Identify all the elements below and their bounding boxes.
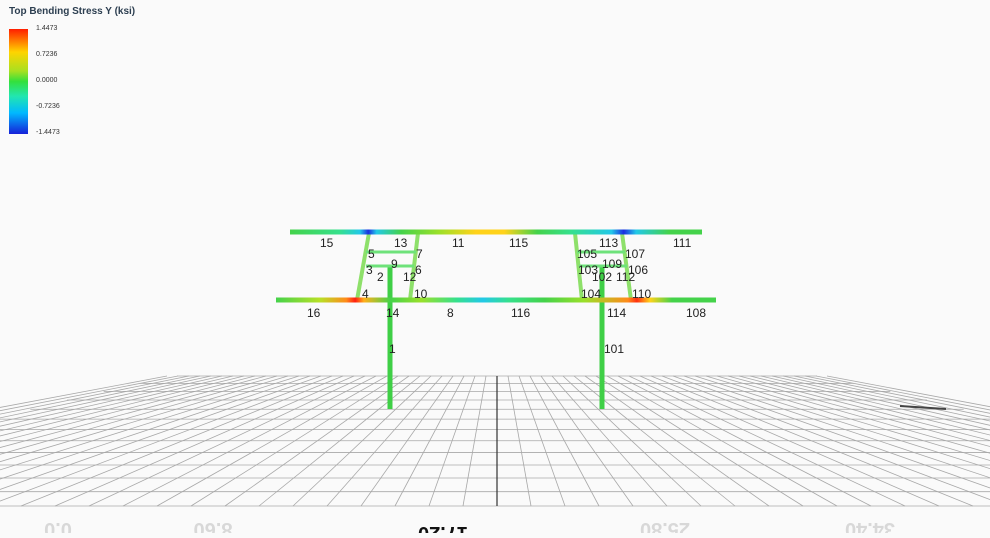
axis-label-4: 34.40 — [845, 518, 895, 533]
member-label: 116 — [511, 306, 530, 320]
member-label: 3 — [366, 263, 373, 277]
legend-title: Top Bending Stress Y (ksi) — [9, 6, 136, 17]
member-label: 108 — [686, 306, 706, 320]
member-label: 13 — [394, 236, 408, 250]
member-label: 4 — [362, 287, 369, 301]
member-label: 115 — [509, 236, 528, 250]
member-label: 105 — [577, 247, 597, 261]
member-label: 7 — [416, 247, 423, 261]
axis-label-3: 25.80 — [640, 518, 690, 533]
axis-indicator — [899, 405, 947, 410]
axis-label-0: 0.0 — [44, 518, 72, 533]
legend-tick-min: -1.4473 — [36, 129, 60, 136]
member-label: 104 — [581, 287, 601, 301]
member-label: 106 — [628, 263, 648, 277]
member-label: 6 — [415, 263, 422, 277]
member-label: 109 — [602, 257, 622, 271]
legend-tick-max: 1.4473 — [36, 25, 58, 32]
member-label: 16 — [307, 306, 321, 320]
member-label: 1 — [389, 342, 396, 356]
member-103[interactable] — [573, 232, 584, 301]
axis-label-2: 17.20 — [418, 522, 468, 533]
member-label: 11 — [452, 236, 465, 250]
legend-tick-upper: 0.7236 — [36, 51, 58, 58]
member-label: 111 — [673, 236, 692, 250]
member-label: 8 — [447, 306, 454, 320]
floor-grid — [0, 375, 990, 507]
member-label: 12 — [403, 270, 417, 284]
member-label: 112 — [616, 270, 635, 284]
legend-tick-zero: 0.0000 — [36, 77, 58, 84]
member-label: 102 — [592, 270, 612, 284]
structure-model[interactable] — [276, 229, 716, 409]
member-label: 114 — [607, 306, 626, 320]
member-label: 103 — [578, 263, 598, 277]
member-label: 14 — [386, 306, 400, 320]
member-labels: 15 13 11 115 113 111 5 7 105 107 3 9 6 103 109 106 2 12 10… — [307, 236, 706, 356]
member-label: 101 — [604, 342, 624, 356]
member-label: 10 — [414, 287, 428, 301]
member-3[interactable] — [355, 232, 371, 301]
member-label: 2 — [377, 270, 384, 284]
legend-tick-lower: -0.7236 — [36, 103, 60, 110]
member-label: 110 — [632, 287, 651, 301]
axis-labels: 0.0 8.60 17.20 25.80 34.40 — [44, 518, 895, 538]
member-label: 113 — [599, 236, 618, 250]
member-label: 15 — [320, 236, 334, 250]
legend-color-bar — [9, 29, 28, 134]
member-label: 107 — [625, 247, 645, 261]
member-label: 9 — [391, 257, 398, 271]
axis-label-1: 8.60 — [194, 518, 233, 533]
member-label: 5 — [368, 247, 375, 261]
